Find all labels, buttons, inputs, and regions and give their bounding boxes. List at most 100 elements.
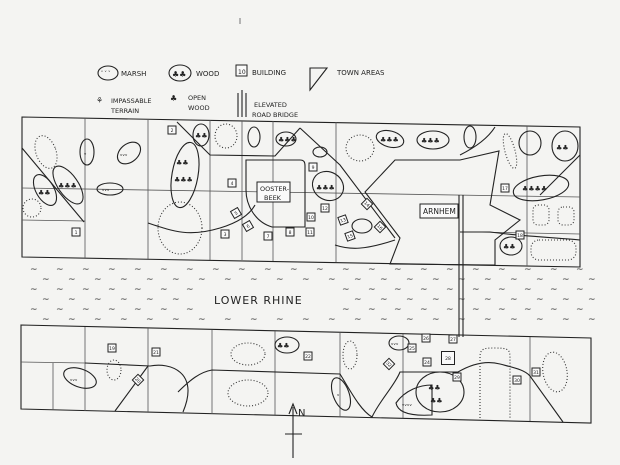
legend-impassable-label: IMPASSABLE: [111, 97, 151, 105]
building-marker: 16: [373, 220, 387, 234]
building-marker: 9: [308, 162, 318, 172]
building-icon: [241, 219, 255, 233]
building-marker: 7: [263, 231, 273, 241]
water-wave: ~: [42, 295, 50, 305]
wood-icon: [312, 146, 328, 158]
water-wave: ~: [394, 285, 402, 295]
building-number: 5: [234, 210, 240, 217]
water-wave: ~: [160, 285, 168, 295]
tree-marks: ♣♣♣: [174, 176, 193, 184]
building-marker: 3: [220, 229, 230, 239]
building-number: 6: [246, 223, 252, 230]
marsh-marks: ᵥ: [337, 391, 340, 398]
building-marker: 31: [531, 367, 541, 377]
wood-icon: [32, 174, 58, 206]
building-icon: [448, 334, 458, 344]
water-wave: ~: [42, 315, 50, 325]
wood-icon: [170, 141, 200, 209]
building-number: 31: [533, 370, 539, 376]
oosterbeek-label: OOSTER-: [260, 185, 290, 193]
water-wave: ~: [484, 295, 492, 305]
legend-building-label: BUILDING: [252, 69, 286, 77]
building-number: 13: [340, 217, 348, 225]
building-marker: 13: [337, 214, 349, 226]
building-number: 25: [409, 346, 415, 352]
building-icon: [360, 197, 374, 211]
building-icon: [421, 333, 431, 343]
tree-marks: ♣♣: [503, 243, 516, 251]
water-wave: ~: [524, 305, 532, 315]
building-number: 18: [517, 233, 523, 239]
building-icon: [512, 375, 522, 385]
building-number: 15: [347, 233, 355, 241]
water-wave: ~: [576, 265, 584, 275]
water-wave: ~: [172, 315, 180, 325]
water-wave: ~: [276, 275, 284, 285]
building-icon: [382, 357, 396, 371]
water-wave: ~: [446, 305, 454, 315]
water-wave: ~: [380, 315, 388, 325]
water-wave: ~: [160, 305, 168, 315]
building-icon: [285, 227, 295, 237]
building-number: 10: [308, 215, 314, 221]
tree-marks: ♣♣♣: [316, 184, 335, 192]
building-icon: [531, 367, 541, 377]
building-marker: 27: [448, 334, 458, 344]
building-number: 7: [267, 234, 270, 240]
wood-icon: [247, 126, 261, 148]
building-icon: [303, 351, 313, 361]
legend-town-label: TOWN AREAS: [336, 69, 385, 77]
marsh-icon: [96, 182, 124, 196]
legend-building-sample: 10: [238, 69, 246, 76]
building-marker: 32: [382, 357, 396, 371]
building-icon: [71, 227, 81, 237]
water-wave: ~: [380, 275, 388, 285]
water-wave: ~: [368, 305, 376, 315]
water-wave: ~: [224, 275, 232, 285]
water-wave: ~: [302, 275, 310, 285]
building-icon: [220, 229, 230, 239]
oosterbeek-town-area: [245, 159, 306, 228]
building-icon: [373, 220, 387, 234]
water-wave: ~: [562, 275, 570, 285]
tree-marks: ♣♣: [38, 189, 51, 197]
legend-bridge: ELEVATED ROAD BRIDGE: [237, 90, 298, 119]
water-wave: ~: [250, 315, 258, 325]
building-marker: 11: [305, 227, 315, 237]
water-wave: ~: [432, 315, 440, 325]
building-marker: 6: [241, 219, 255, 233]
marsh-icon-marks: ᵥ ᵥ ᵥ: [101, 68, 110, 74]
water-wave: ~: [328, 275, 336, 285]
water-wave: ~: [56, 265, 64, 275]
water-wave: ~: [342, 305, 350, 315]
legend-wood-label: WOOD: [196, 70, 219, 78]
water-wave: ~: [562, 315, 570, 325]
water-wave: ~: [342, 265, 350, 275]
legend-impassable-label-2: TERRAIN: [110, 107, 139, 115]
building-icon: [131, 373, 145, 387]
impassable-icon: ⚘: [96, 96, 103, 105]
tree-marks: ♣♣: [195, 132, 208, 140]
water-wave: ~: [82, 265, 90, 275]
building-number: 30: [514, 378, 520, 384]
water-wave: ~: [186, 265, 194, 275]
building-marker: 15: [344, 230, 356, 242]
building-markers: 1234567891011121314151617181920212224252…: [71, 125, 541, 387]
marshes-south: ᵥᵥᵥ ᵥ ᵥᵥᵥ ᵥᵥᵥᵥ: [63, 335, 433, 416]
water-wave: ~: [354, 315, 362, 325]
building-marker: 12: [320, 203, 330, 213]
woods-north: ♣♣ ♣♣♣ ♣♣ ♣♣♣ ♣♣ ♣♣♣ ♣♣♣ ♣♣♣ ♣♣♣ ♣♣ ♣♣♣♣…: [32, 123, 579, 256]
legend-impassable: ⚘ IMPASSABLE TERRAIN: [96, 96, 151, 115]
marshes-north: ᵥᵥᵥ ᵥᵥᵥ ᵥ: [79, 138, 142, 196]
town-area-icon: [309, 67, 329, 92]
building-icon: [320, 203, 330, 213]
building-icon: [235, 64, 248, 77]
wood-icon: [512, 174, 570, 202]
water-wave: ~: [524, 285, 532, 295]
building-marker: 14: [360, 197, 374, 211]
water-wave: ~: [276, 315, 284, 325]
water-wave: ~: [172, 295, 180, 305]
water-wave: ~: [446, 265, 454, 275]
wood-icon: [551, 130, 579, 162]
